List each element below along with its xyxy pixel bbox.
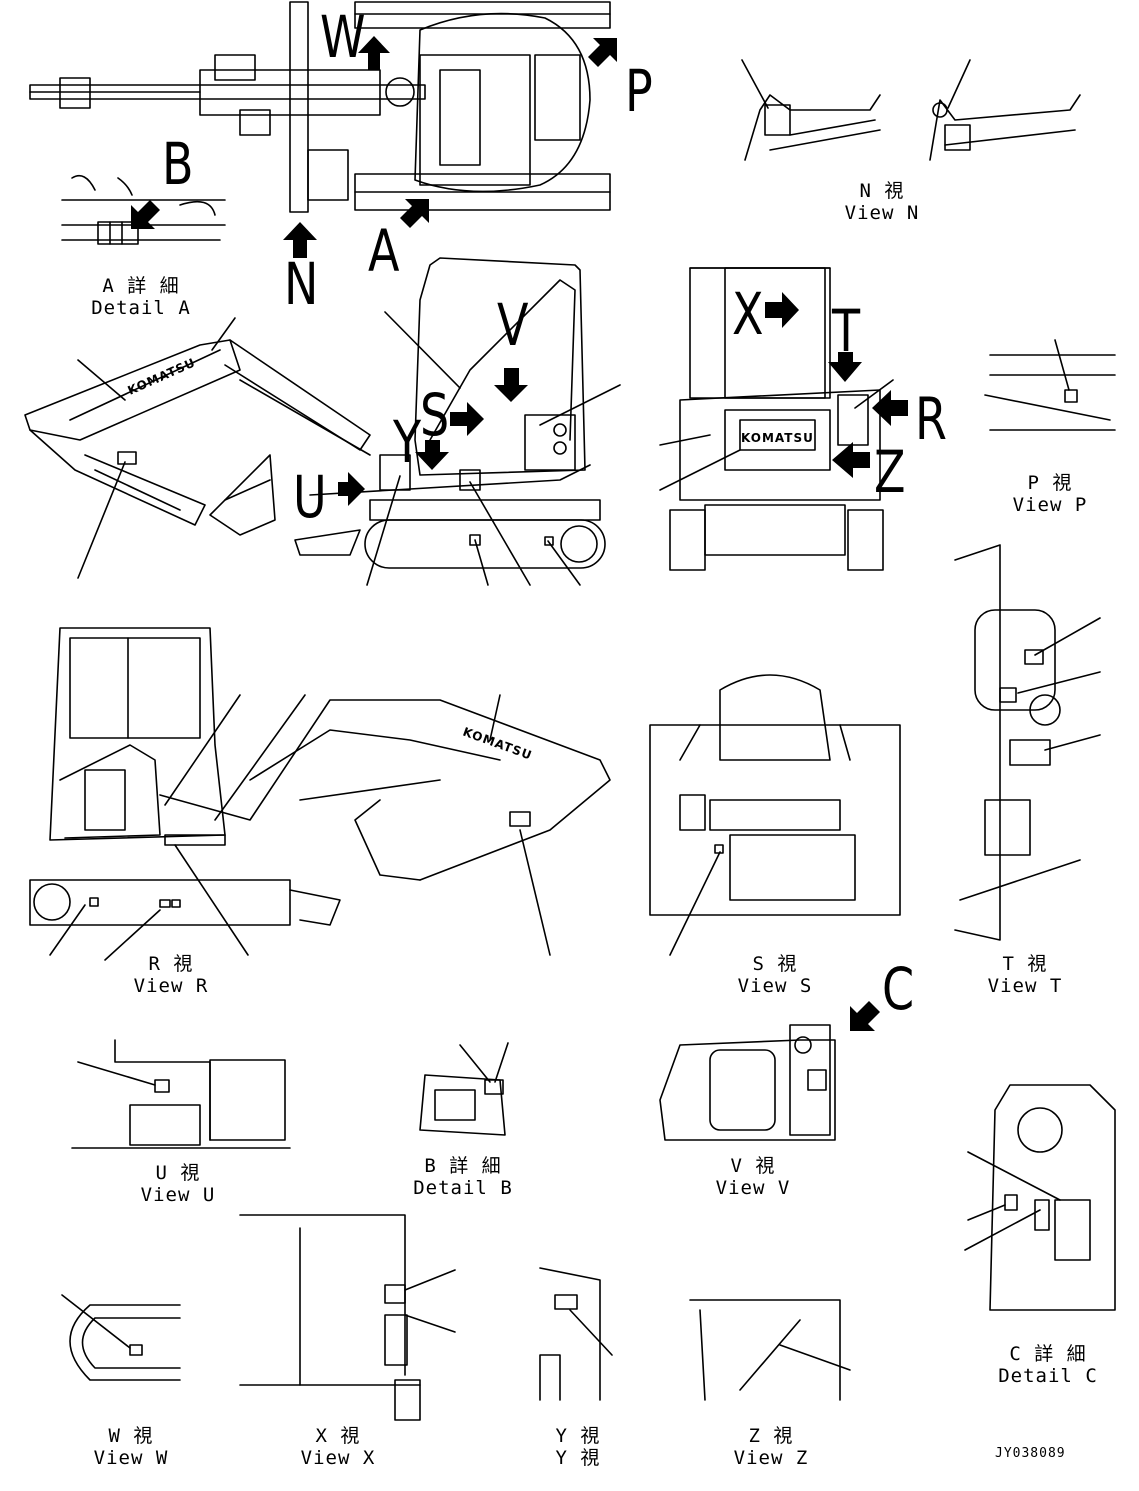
- view-w-drawing: [61, 1294, 181, 1381]
- caption-view-w-jp: W 視: [108, 1425, 154, 1447]
- caption-view-p-jp: P 視: [1027, 472, 1073, 494]
- detail-b-drawing: [419, 1042, 509, 1136]
- caption-view-u-en: View U: [140, 1184, 216, 1206]
- caption-view-t: T 視 View T: [988, 953, 1063, 997]
- view-letter-a: A: [368, 217, 400, 285]
- caption-view-y: Y 視 Y 視: [556, 1425, 601, 1469]
- view-letter-u: U: [293, 463, 327, 531]
- brand-boom-1: KOMATSU: [126, 355, 198, 397]
- view-letter-x: X: [732, 280, 764, 348]
- brand-rear: KOMATSU: [741, 431, 814, 445]
- caption-view-z: Z 視 View Z: [734, 1425, 809, 1469]
- caption-view-u: U 視 View U: [141, 1162, 216, 1206]
- caption-detail-c: C 詳 細 Detail C: [998, 1343, 1098, 1387]
- view-x-drawing: [239, 1214, 456, 1421]
- caption-view-s-en: View S: [737, 975, 813, 997]
- detail-c-drawing: [964, 1084, 1116, 1311]
- view-letter-t: T: [832, 297, 861, 365]
- view-letter-s: S: [420, 381, 450, 449]
- top-plan-view: [29, 1, 611, 213]
- pointer-arrows: [131, 36, 908, 1031]
- view-r-drawing: KOMATSU: [29, 627, 611, 961]
- view-letter-b: B: [162, 130, 194, 198]
- view-u-drawing: [71, 1039, 291, 1149]
- view-letter-y: Y: [393, 408, 422, 476]
- caption-view-t-jp: T 視: [1002, 953, 1048, 975]
- caption-view-n-en: View N: [844, 202, 920, 224]
- caption-view-n-jp: N 視: [859, 180, 905, 202]
- detail-a-drawing: [61, 174, 226, 245]
- caption-detail-a-en: Detail A: [91, 297, 191, 319]
- caption-view-x-jp: X 視: [315, 1425, 361, 1447]
- caption-view-r: R 視 View R: [134, 953, 209, 997]
- view-p-drawing: [984, 339, 1116, 431]
- caption-view-s-jp: S 視: [752, 953, 798, 975]
- leader-lines-main: [77, 311, 621, 586]
- caption-detail-b-en: Detail B: [413, 1177, 513, 1199]
- view-z-drawing: [689, 1299, 851, 1401]
- view-letter-r: R: [915, 385, 947, 453]
- caption-detail-a-jp: A 詳 細: [102, 275, 180, 297]
- caption-view-r-jp: R 視: [148, 953, 194, 975]
- view-letter-w: W: [320, 3, 366, 71]
- caption-view-n: N 視 View N: [845, 180, 920, 224]
- drawing-code: JY038089: [995, 1446, 1066, 1461]
- caption-view-y-jp: Y 視: [555, 1425, 601, 1447]
- caption-detail-b: B 詳 細 Detail B: [413, 1155, 513, 1199]
- caption-detail-b-jp: B 詳 細: [424, 1155, 502, 1177]
- caption-detail-a: A 詳 細 Detail A: [91, 275, 191, 319]
- view-letter-n: N: [284, 250, 319, 318]
- view-letter-z: Z: [874, 438, 906, 506]
- caption-view-x-en: View X: [300, 1447, 376, 1469]
- view-t-drawing: [954, 544, 1101, 941]
- caption-view-x: X 視 View X: [301, 1425, 376, 1469]
- view-letter-c: C: [882, 955, 915, 1023]
- caption-view-p: P 視 View P: [1013, 472, 1088, 516]
- view-letter-v: V: [497, 291, 529, 359]
- caption-view-v-en: View V: [715, 1177, 791, 1199]
- caption-view-w: W 視 View W: [94, 1425, 169, 1469]
- view-s-drawing: [649, 674, 901, 956]
- rear-view-drawing: KOMATSU: [659, 267, 894, 571]
- caption-view-p-en: View P: [1012, 494, 1088, 516]
- caption-view-u-jp: U 視: [155, 1162, 201, 1184]
- caption-view-v: V 視 View V: [716, 1155, 791, 1199]
- caption-view-t-en: View T: [987, 975, 1063, 997]
- caption-view-y-en: Y 視: [555, 1447, 601, 1469]
- caption-detail-c-en: Detail C: [998, 1365, 1098, 1387]
- caption-view-z-en: View Z: [733, 1447, 809, 1469]
- caption-view-z-jp: Z 視: [748, 1425, 794, 1447]
- caption-view-r-en: View R: [133, 975, 209, 997]
- view-n-drawing: [741, 59, 1081, 161]
- caption-detail-c-jp: C 詳 細: [1009, 1343, 1087, 1365]
- view-y-drawing: [539, 1267, 613, 1401]
- caption-view-v-jp: V 視: [730, 1155, 776, 1177]
- view-v-drawing: [659, 1024, 836, 1141]
- view-letter-p: P: [625, 57, 653, 125]
- caption-view-s: S 視 View S: [738, 953, 813, 997]
- caption-view-w-en: View W: [93, 1447, 169, 1469]
